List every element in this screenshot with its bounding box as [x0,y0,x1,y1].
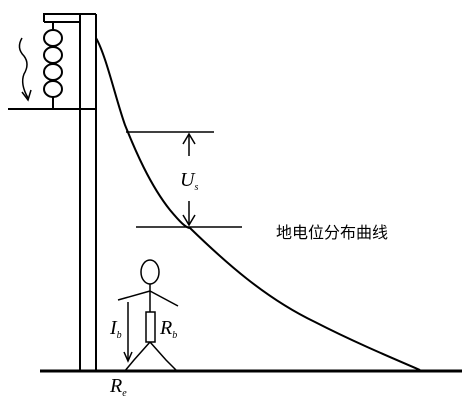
person-figure [117,259,179,373]
crossarm [43,13,80,23]
current-label: Ib [109,317,122,341]
step-voltage-label: Us [180,169,198,193]
current-arrow [123,302,133,363]
insulator-string [43,22,63,109]
body-resistance-label: Rb [159,317,177,341]
flashover-arrow-icon [18,37,32,102]
utility-pole [79,13,97,370]
curve-label: 地电位分布曲线 [276,223,388,242]
ground-resistance-label: Re [109,375,127,396]
step-voltage-markers [126,131,242,228]
potential-curve [95,37,421,371]
